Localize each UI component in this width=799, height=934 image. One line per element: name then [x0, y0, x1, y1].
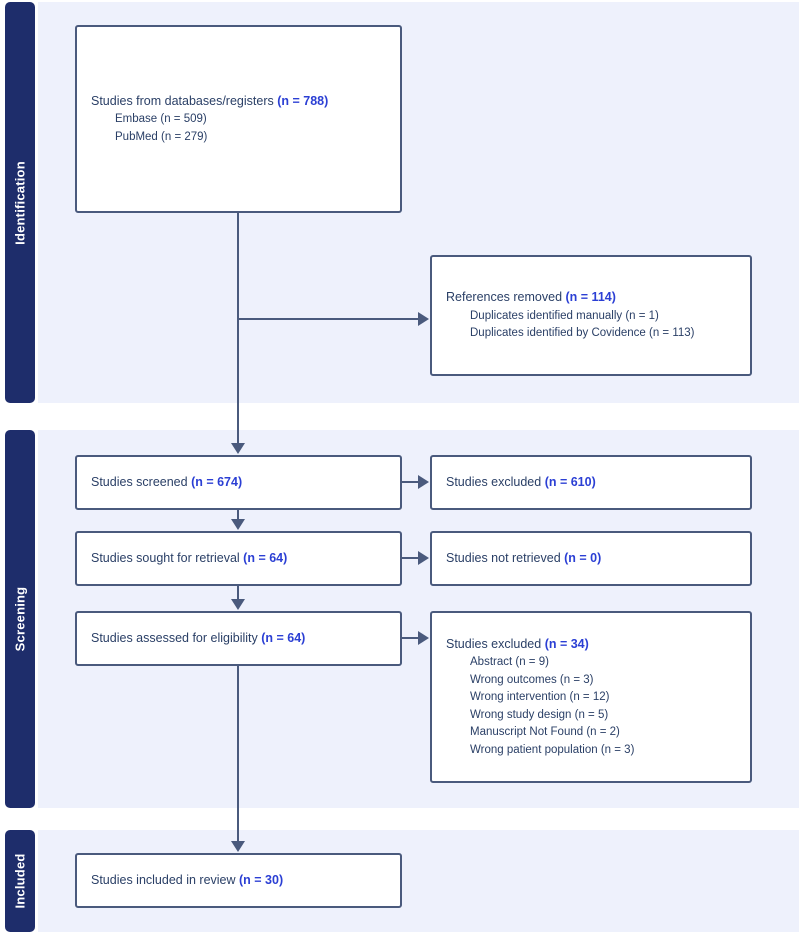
list-item: Manuscript Not Found (n = 2) — [470, 726, 620, 739]
box-excluded-reasons-title: Studies excluded (n = 34) — [446, 636, 589, 651]
connector-screened-to-excluded — [402, 481, 418, 483]
connector-eligibility-to-excluded-reasons — [402, 637, 418, 639]
list-item: Wrong intervention (n = 12) — [470, 691, 610, 704]
list-item: Embase (n = 509) — [115, 113, 207, 126]
box-refs-removed-title: References removed (n = 114) — [446, 290, 616, 305]
connector-to-refs-removed — [237, 318, 418, 320]
band-identification-bar: Identification — [5, 2, 35, 403]
box-studies-not-retrieved[interactable]: Studies not retrieved (n = 0) — [430, 531, 752, 586]
list-item: Abstract (n = 9) — [470, 656, 549, 669]
box-screened-count: (n = 674) — [191, 475, 243, 490]
box-excluded-count: (n = 610) — [544, 475, 596, 490]
box-databases-title: Studies from databases/registers (n = 78… — [91, 93, 329, 108]
band-included-label: Included — [12, 853, 28, 909]
band-included-bar: Included — [5, 830, 35, 932]
band-screening-bar: Screening — [5, 430, 35, 808]
list-item: Duplicates identified by Covidence (n = … — [470, 327, 695, 340]
box-excluded-title: Studies excluded (n = 610) — [446, 475, 596, 490]
box-studies-excluded[interactable]: Studies excluded (n = 610) — [430, 455, 752, 510]
box-not-retrieved-count: (n = 0) — [564, 551, 602, 566]
box-databases-count: (n = 788) — [277, 93, 329, 108]
arrowhead-to-eligibility — [231, 599, 245, 610]
list-item: Duplicates identified manually (n = 1) — [470, 309, 659, 322]
box-studies-sought-for-retrieval[interactable]: Studies sought for retrieval (n = 64) — [75, 531, 402, 586]
box-eligibility-count: (n = 64) — [261, 631, 306, 646]
connector-databases-trunk — [237, 213, 239, 319]
box-studies-from-databases[interactable]: Studies from databases/registers (n = 78… — [75, 25, 402, 213]
box-screened-title: Studies screened (n = 674) — [91, 475, 243, 490]
list-item: Wrong study design (n = 5) — [470, 708, 609, 721]
box-excluded-reasons-sublist: Abstract (n = 9) Wrong outcomes (n = 3) … — [446, 654, 750, 759]
arrowhead-to-screened — [231, 443, 245, 454]
arrowhead-to-excluded — [418, 475, 429, 489]
box-included-title: Studies included in review (n = 30) — [91, 873, 284, 888]
box-excluded-reasons-count: (n = 34) — [544, 636, 589, 651]
arrowhead-to-sought — [231, 519, 245, 530]
list-item: Wrong patient population (n = 3) — [470, 743, 635, 756]
box-sought-count: (n = 64) — [243, 551, 288, 566]
band-screening-label: Screening — [12, 586, 28, 652]
connector-screened-to-sought — [237, 510, 239, 520]
box-included-count: (n = 30) — [239, 873, 284, 888]
box-databases-sublist: Embase (n = 509) PubMed (n = 279) — [91, 111, 400, 146]
box-sought-title: Studies sought for retrieval (n = 64) — [91, 551, 288, 566]
connector-trunk-to-screened — [237, 318, 239, 444]
connector-sought-to-not-retrieved — [402, 557, 418, 559]
arrowhead-to-not-retrieved — [418, 551, 429, 565]
arrowhead-to-refs-removed — [418, 312, 429, 326]
list-item: Wrong outcomes (n = 3) — [470, 673, 594, 686]
box-not-retrieved-title: Studies not retrieved (n = 0) — [446, 551, 602, 566]
box-studies-included-in-review[interactable]: Studies included in review (n = 30) — [75, 853, 402, 908]
list-item: PubMed (n = 279) — [115, 130, 208, 143]
box-studies-excluded-reasons[interactable]: Studies excluded (n = 34) Abstract (n = … — [430, 611, 752, 783]
box-eligibility-title: Studies assessed for eligibility (n = 64… — [91, 631, 306, 646]
box-references-removed[interactable]: References removed (n = 114) Duplicates … — [430, 255, 752, 376]
arrowhead-to-included — [231, 841, 245, 852]
box-studies-screened[interactable]: Studies screened (n = 674) — [75, 455, 402, 510]
box-refs-removed-sublist: Duplicates identified manually (n = 1) D… — [446, 308, 750, 343]
connector-sought-to-eligibility — [237, 586, 239, 600]
box-studies-assessed-for-eligibility[interactable]: Studies assessed for eligibility (n = 64… — [75, 611, 402, 666]
box-refs-removed-count: (n = 114) — [565, 290, 616, 305]
connector-eligibility-to-included — [237, 666, 239, 842]
arrowhead-to-excluded-reasons — [418, 631, 429, 645]
band-identification-label: Identification — [12, 160, 28, 245]
